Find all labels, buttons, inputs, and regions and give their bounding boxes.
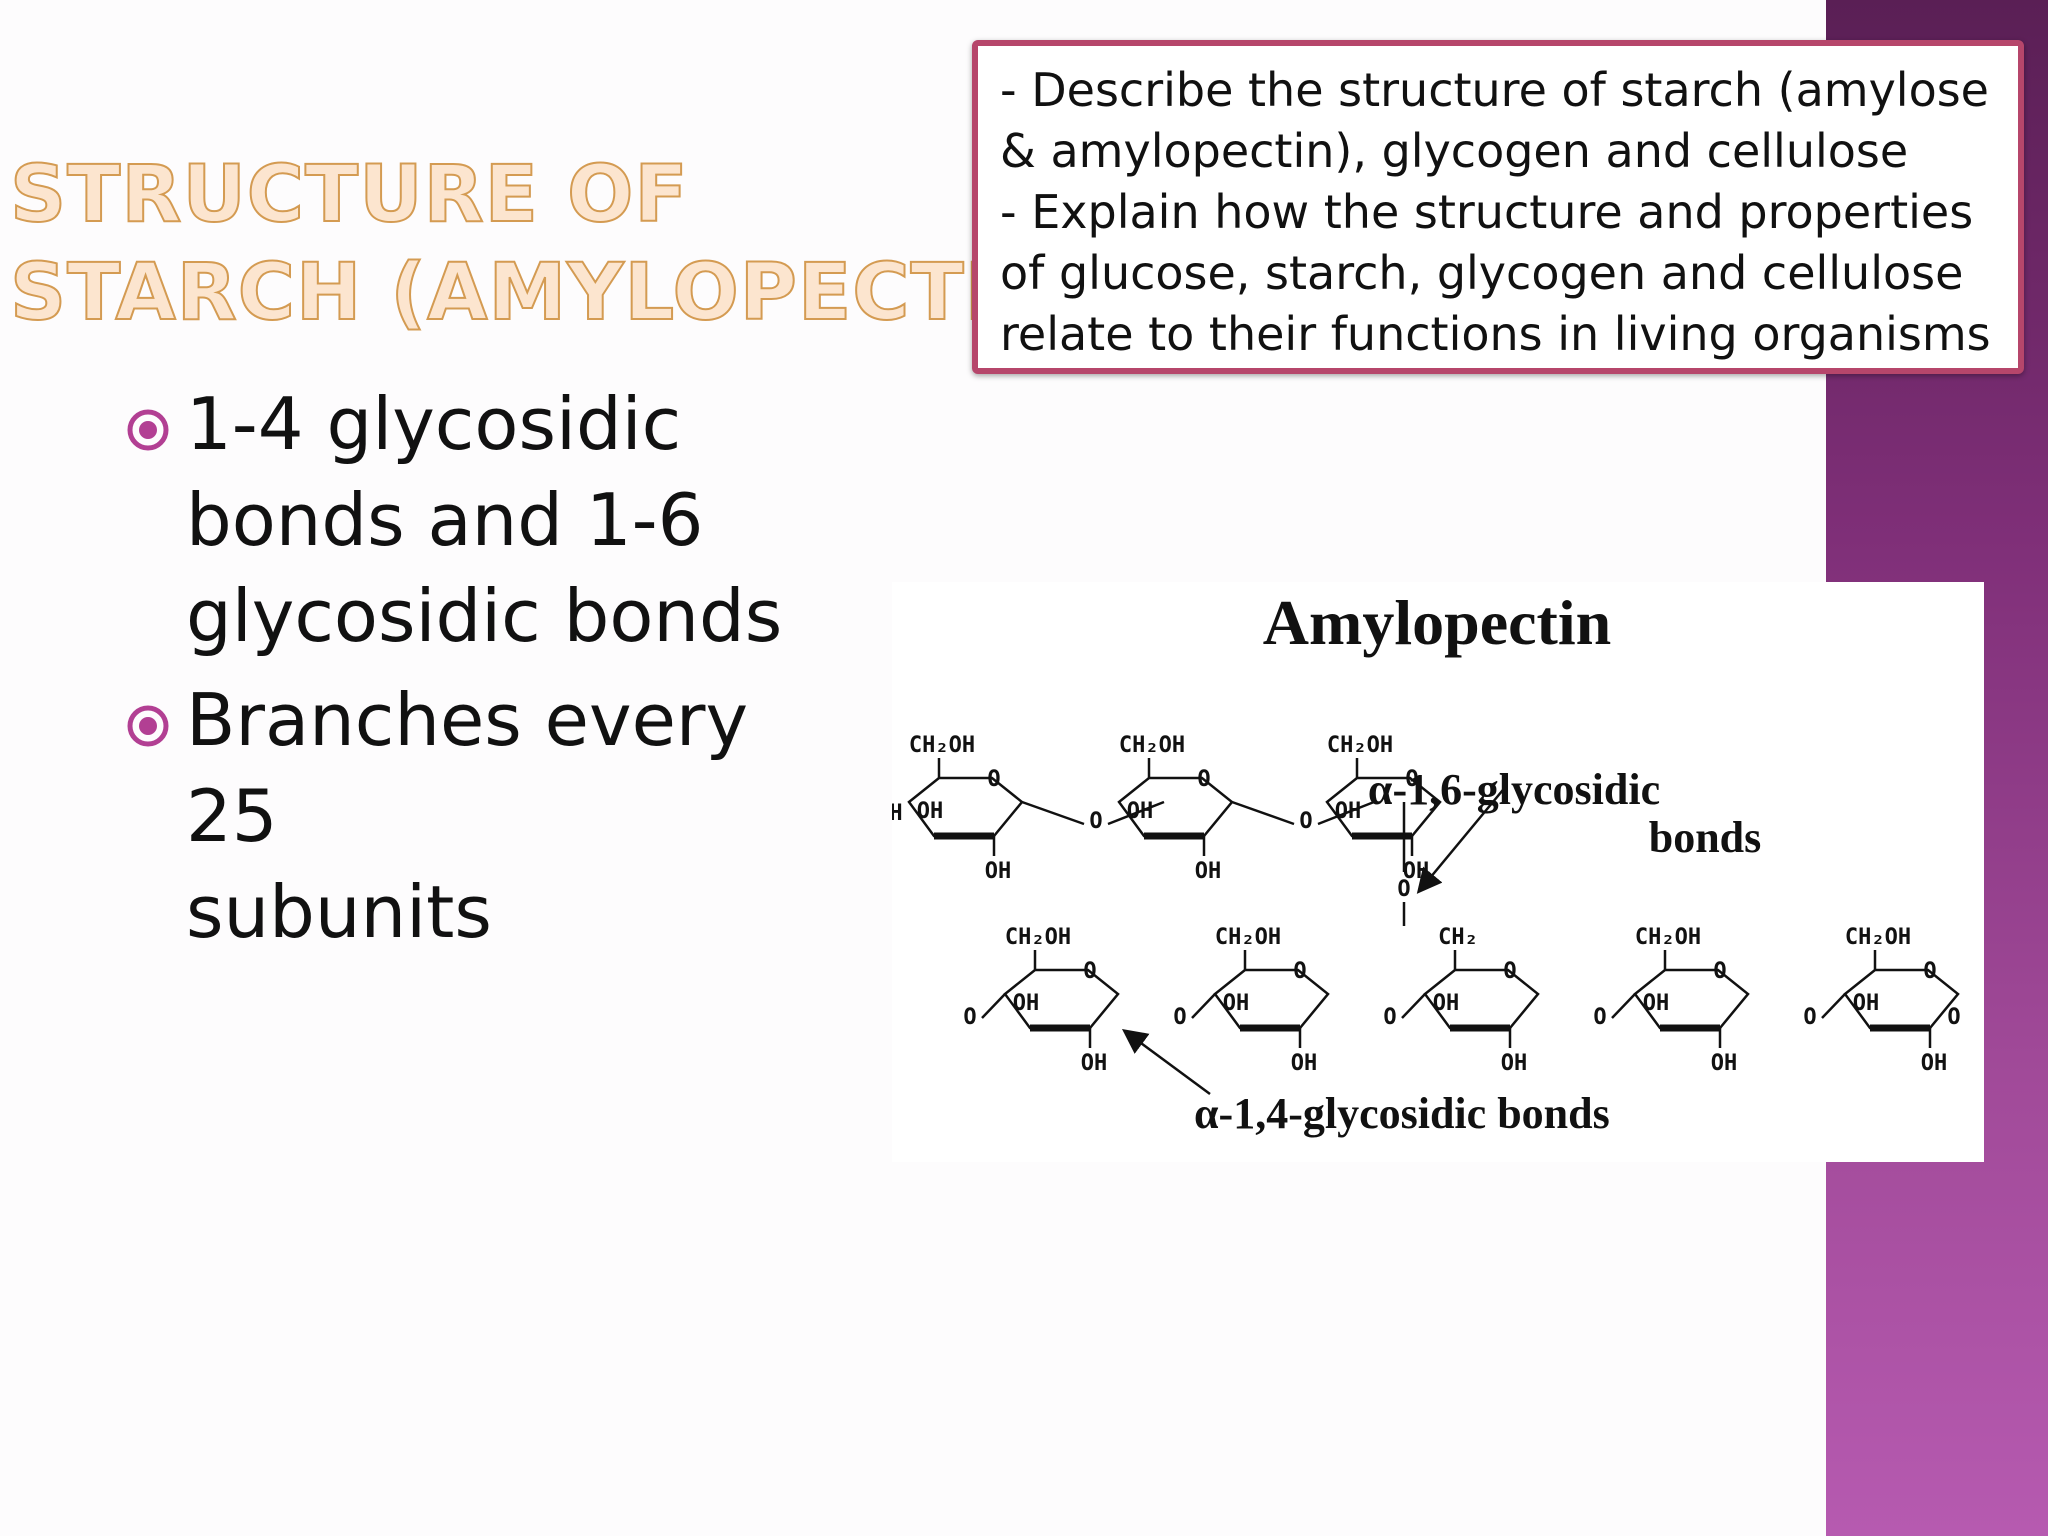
oh-label: OH bbox=[1195, 859, 1222, 884]
glycosidic-oxygen-label: O bbox=[1089, 809, 1102, 834]
title-line-1: STRUCTURE OF bbox=[9, 149, 689, 241]
bullet-item: Branches every 25 subunits bbox=[120, 672, 860, 960]
alpha-1-4-label: α-1,4-glycosidic bonds bbox=[1194, 1089, 1610, 1138]
ch2oh-label: CH₂OH bbox=[1635, 925, 1701, 950]
circle-dot-icon bbox=[127, 705, 169, 747]
objective-line: relate to their functions in living orga… bbox=[1000, 307, 1991, 361]
ring-oxygen-label: O bbox=[1405, 767, 1418, 792]
glycosidic-bond bbox=[1401, 993, 1426, 1019]
learning-objectives-box: - Describe the structure of starch (amyl… bbox=[972, 40, 2024, 374]
glucose-ring-chain: CH₂OHOOHOHOCH₂OHOOHOHOCH₂OHOOHOHHOCH₂OHO… bbox=[889, 733, 1960, 1076]
glycosidic-oxygen-label: O bbox=[963, 1005, 976, 1030]
glycosidic-bond bbox=[1231, 800, 1295, 826]
bullet-text-line: subunits bbox=[186, 870, 492, 954]
ch2oh-label: CH₂ bbox=[1438, 925, 1478, 950]
oh-label: OH bbox=[1921, 1051, 1948, 1076]
glycosidic-oxygen-label: O bbox=[1803, 1005, 1816, 1030]
bullet-text-line: Branches every 25 bbox=[186, 678, 749, 858]
arrow-to-1-6-bond bbox=[1416, 784, 1508, 894]
ring-oxygen-label: O bbox=[1503, 959, 1516, 984]
glycosidic-bond bbox=[1107, 800, 1165, 826]
oh-label: OH bbox=[917, 799, 944, 824]
oh-label: OH bbox=[1643, 991, 1670, 1016]
glycosidic-bond bbox=[981, 993, 1006, 1019]
glycosidic-oxygen-label: O bbox=[1383, 1005, 1396, 1030]
oh-label: OH bbox=[1013, 991, 1040, 1016]
ring-oxygen-label: O bbox=[1923, 959, 1936, 984]
ring-oxygen-label: O bbox=[1083, 959, 1096, 984]
bullet-item: 1-4 glycosidic bonds and 1-6 glycosidic … bbox=[120, 376, 860, 664]
glycosidic-oxygen-label: O bbox=[1593, 1005, 1606, 1030]
h-label: H bbox=[892, 801, 903, 826]
oh-label: OH bbox=[1291, 1051, 1318, 1076]
oh-label: OH bbox=[1433, 991, 1460, 1016]
bullet-list: 1-4 glycosidic bonds and 1-6 glycosidic … bbox=[120, 376, 860, 968]
ring-oxygen-label: O bbox=[1713, 959, 1726, 984]
bullet-text-line: glycosidic bonds bbox=[186, 574, 783, 658]
arrow-to-1-4-bond bbox=[1121, 1029, 1211, 1096]
alpha-1-6-label-line-1: α-1,6-glycosidic bbox=[1368, 765, 1660, 814]
slide-title: STRUCTURE OF STARCH (AMYLOPECTIN) bbox=[9, 146, 1098, 342]
circle-dot-icon bbox=[127, 409, 169, 451]
ring-oxygen-label: O bbox=[987, 767, 1000, 792]
alpha-1-6-label-line-2: bonds bbox=[1649, 813, 1762, 862]
ch2oh-label: CH₂OH bbox=[1215, 925, 1281, 950]
diagram-title: Amylopectin bbox=[1263, 587, 1611, 658]
objective-line: - Explain how the structure and properti… bbox=[1000, 185, 1974, 239]
oh-label: OH bbox=[1501, 1051, 1528, 1076]
title-line-2: STARCH (AMYLOPECTIN) bbox=[9, 247, 1098, 339]
glycosidic-bond bbox=[1821, 993, 1846, 1019]
ring-oxygen-label: O bbox=[1293, 959, 1306, 984]
oh-label: OH bbox=[985, 859, 1012, 884]
glycosidic-bond bbox=[1191, 993, 1216, 1019]
objective-line: - Describe the structure of starch (amyl… bbox=[1000, 63, 1989, 117]
glycosidic-bond bbox=[1611, 993, 1636, 1019]
oh-label: OH bbox=[1223, 991, 1250, 1016]
branch-oxygen-label: O bbox=[1397, 877, 1410, 902]
oh-label: OH bbox=[1711, 1051, 1738, 1076]
oh-label: OH bbox=[1853, 991, 1880, 1016]
oh-label: OH bbox=[1127, 799, 1154, 824]
ch2oh-label: CH₂OH bbox=[1005, 925, 1071, 950]
ring-oxygen-label: O bbox=[1197, 767, 1210, 792]
bullet-text-line: bonds and 1-6 bbox=[186, 478, 704, 562]
oh-label: OH bbox=[1335, 799, 1362, 824]
bullet-text-line: 1-4 glycosidic bbox=[186, 382, 682, 466]
objective-line: of glucose, starch, glycogen and cellulo… bbox=[1000, 246, 1964, 300]
glycosidic-oxygen-label: O bbox=[1299, 809, 1312, 834]
glycosidic-bond bbox=[1021, 800, 1085, 826]
ch2oh-label: CH₂OH bbox=[1845, 925, 1911, 950]
glycosidic-oxygen-label: O bbox=[1947, 1005, 1960, 1030]
amylopectin-structure-svg: Amylopectin CH₂OHOOHOHOCH₂OHOOHOHOCH₂OHO… bbox=[889, 587, 1960, 1138]
ch2oh-label: CH₂OH bbox=[909, 733, 975, 758]
oh-label: OH bbox=[1081, 1051, 1108, 1076]
ch2oh-label: CH₂OH bbox=[1119, 733, 1185, 758]
glycosidic-bond bbox=[1317, 800, 1375, 826]
glycosidic-oxygen-label: O bbox=[1173, 1005, 1186, 1030]
objective-line: & amylopectin), glycogen and cellulose bbox=[1000, 124, 1909, 178]
ch2oh-label: CH₂OH bbox=[1327, 733, 1393, 758]
